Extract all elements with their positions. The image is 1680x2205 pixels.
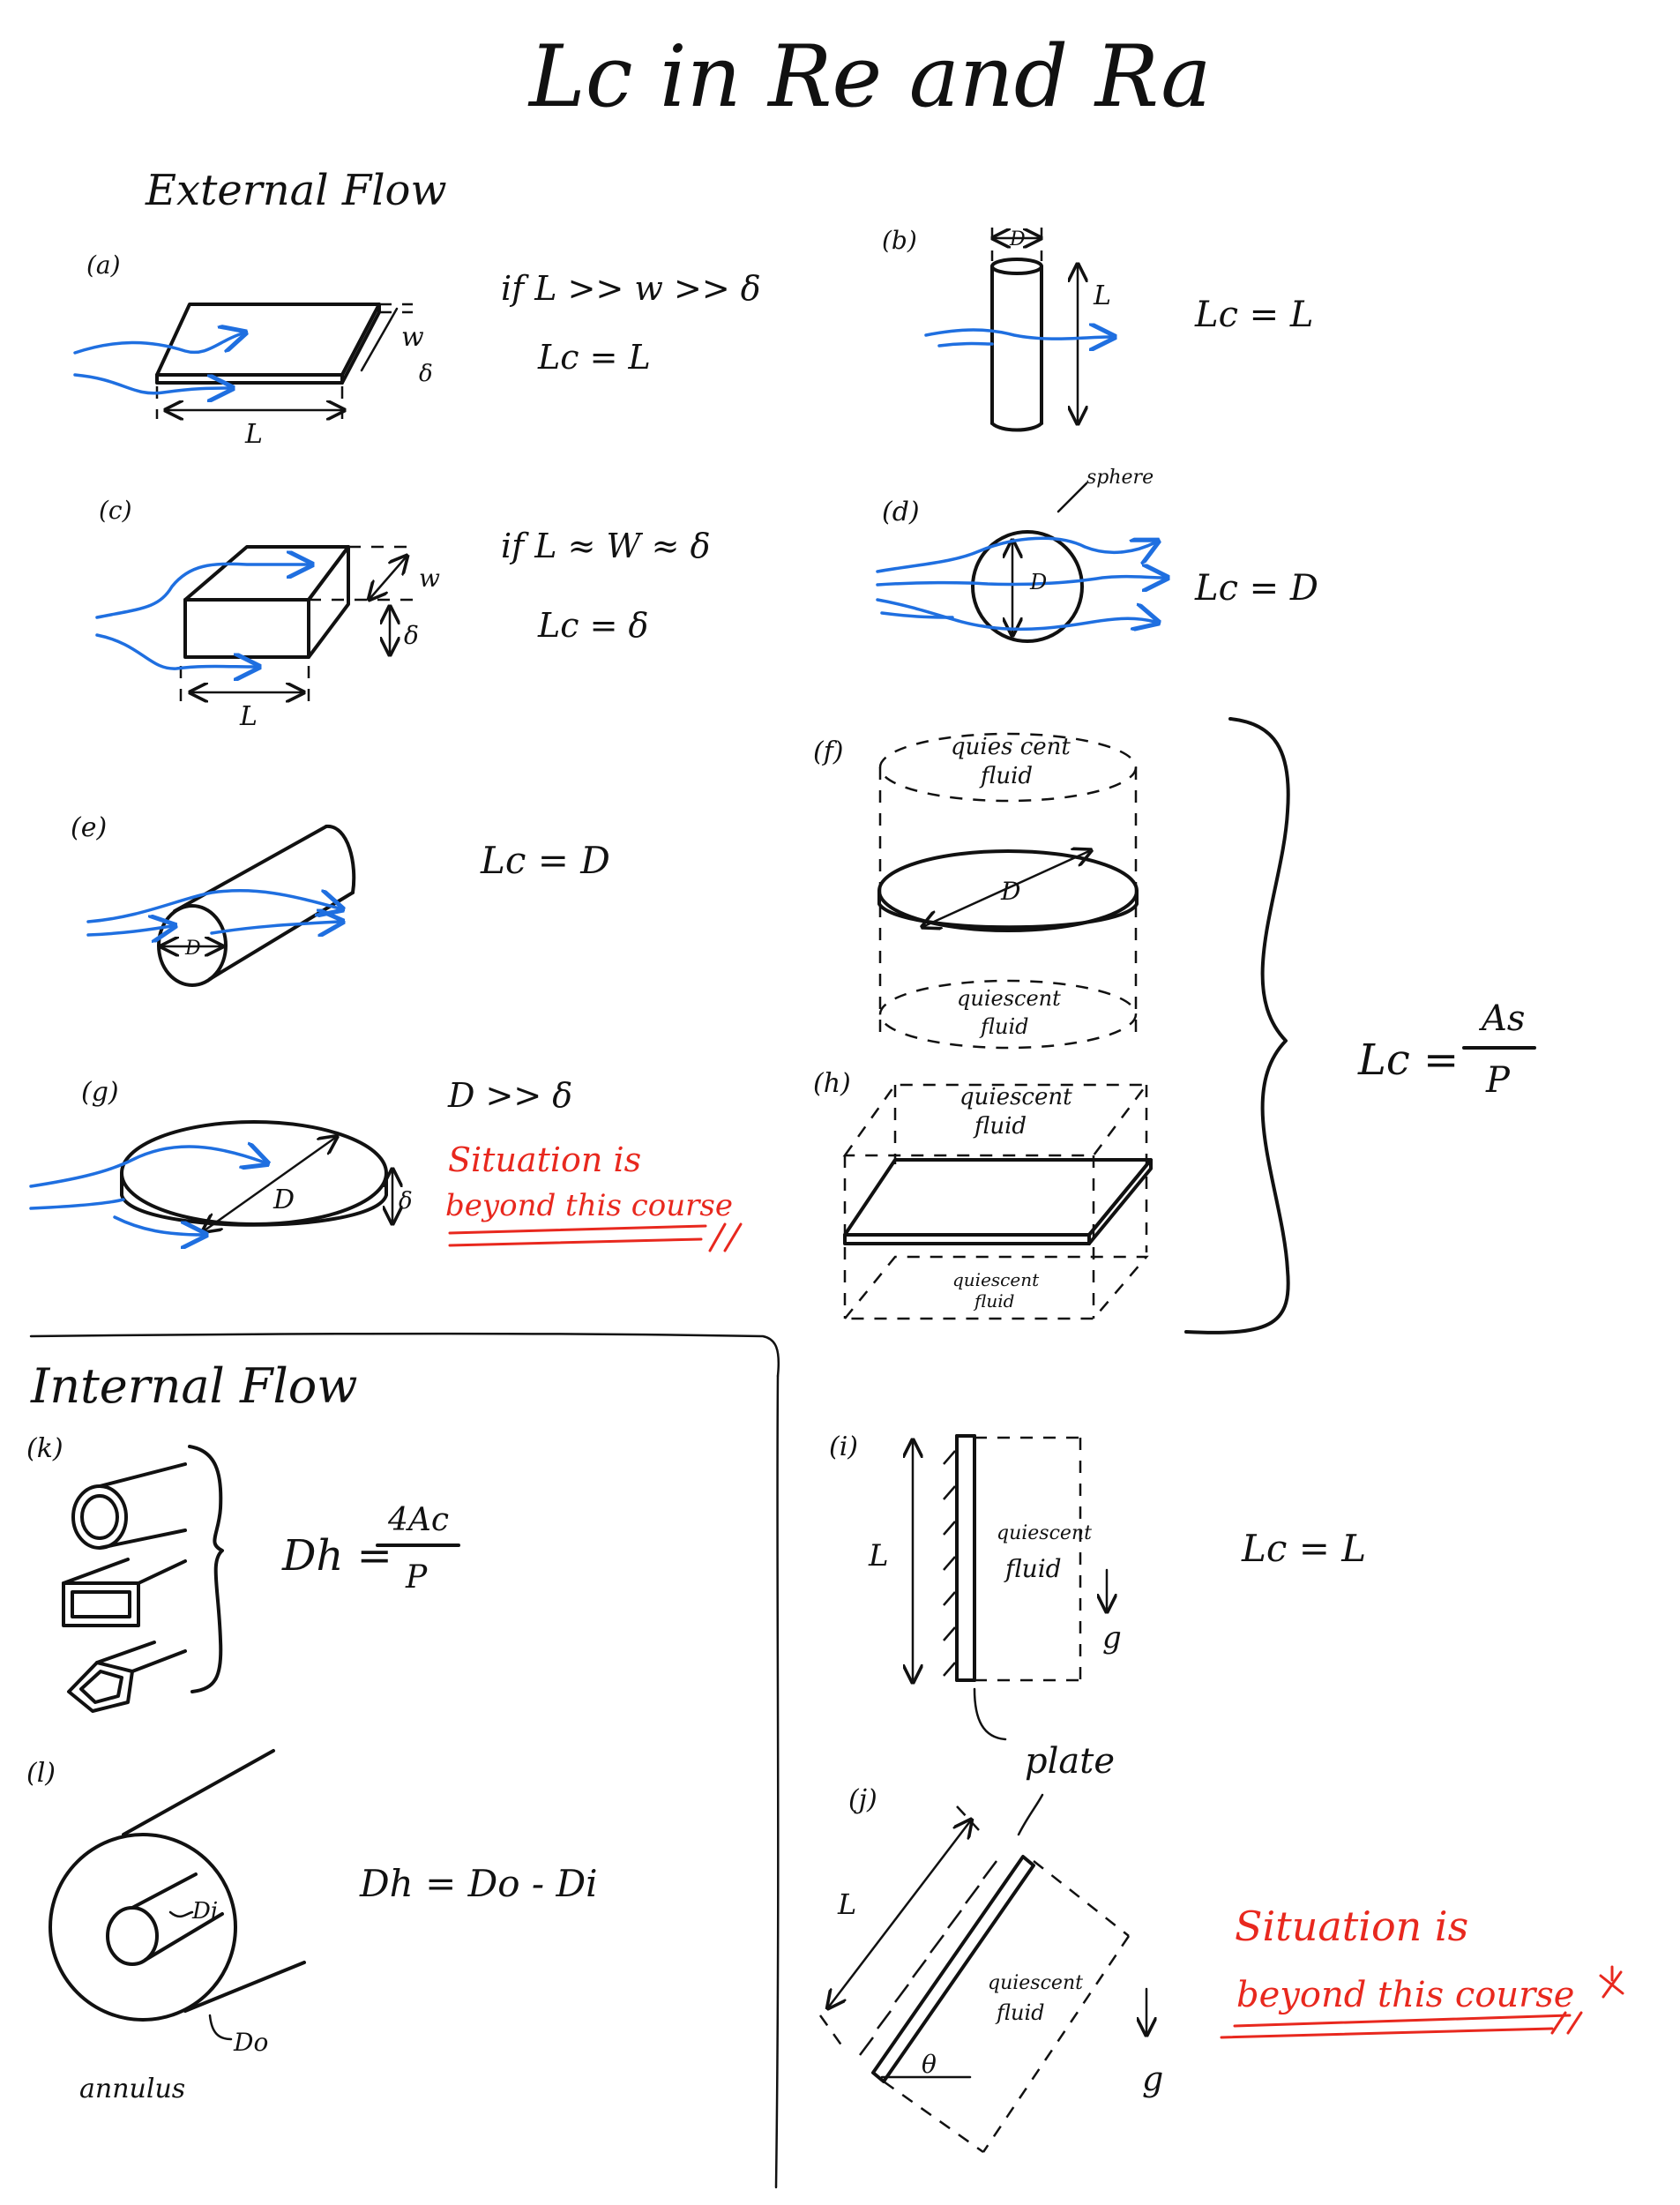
dim-f-D: D bbox=[1000, 877, 1020, 906]
result-c: Lc = δ bbox=[537, 606, 648, 645]
page-title: Lc in Re and Ra bbox=[527, 27, 1211, 126]
internal-section-top-divider bbox=[29, 1332, 780, 1378]
warning-g-underline bbox=[448, 1222, 743, 1252]
condition-a: if L >> w >> δ bbox=[501, 269, 761, 308]
block-diagram-c bbox=[95, 545, 414, 706]
pointer-plate: plate bbox=[1025, 1741, 1115, 1782]
fluid-h-bottom-2: fluid bbox=[973, 1290, 1014, 1312]
warning-j-underline bbox=[1220, 1965, 1624, 2039]
length-i-L: L bbox=[868, 1538, 889, 1573]
formula-k-lhs: Dh = bbox=[281, 1531, 392, 1581]
fluid-h-top-2: fluid bbox=[973, 1113, 1027, 1140]
dim-a-delta: δ bbox=[419, 361, 433, 387]
result-i: Lc = L bbox=[1241, 1527, 1366, 1570]
formula-l: Dh = Do - Di bbox=[359, 1862, 598, 1905]
annulus-diagram-l bbox=[49, 1749, 306, 2041]
fluid-f-bottom-2: fluid bbox=[979, 1014, 1029, 1039]
result-a: Lc = L bbox=[537, 338, 651, 377]
dim-g-delta: δ bbox=[399, 1188, 413, 1215]
gravity-i-g: g bbox=[1102, 1620, 1122, 1656]
label-l-Di: Di bbox=[191, 1898, 218, 1925]
tag-j: (j) bbox=[848, 1784, 877, 1815]
dim-e-D: D bbox=[184, 938, 201, 960]
formula-k-numerator: 4Ac bbox=[387, 1502, 449, 1538]
disk-diagram-g bbox=[29, 1120, 392, 1235]
fluid-f-top-1: quies cent bbox=[951, 734, 1071, 760]
flat-plate-diagram-a bbox=[73, 303, 413, 419]
fluid-f-top-2: fluid bbox=[979, 763, 1033, 789]
fluid-j-2: fluid bbox=[995, 2000, 1045, 2025]
warning-g-line1: Situation is bbox=[448, 1140, 641, 1179]
plate-box-diagram-h bbox=[842, 1083, 1153, 1320]
dim-b-L: L bbox=[1093, 280, 1111, 311]
condition-g: D >> δ bbox=[447, 1076, 572, 1115]
group-brace bbox=[1184, 717, 1290, 1334]
inclined-plate-diagram-j bbox=[818, 1793, 1146, 2154]
length-j-L: L bbox=[837, 1887, 856, 1921]
duct-shapes-diagram-k bbox=[62, 1445, 224, 1713]
tag-a: (a) bbox=[86, 250, 121, 280]
vertical-cylinder-diagram-b bbox=[924, 228, 1111, 432]
dim-d-D: D bbox=[1029, 570, 1047, 594]
dim-a-w: w bbox=[401, 322, 424, 353]
fluid-j-1: quiescent bbox=[988, 1972, 1083, 1994]
condition-c: if L ≈ W ≈ δ bbox=[501, 527, 710, 565]
group-result-denominator: P bbox=[1485, 1060, 1511, 1101]
tag-g: (g) bbox=[81, 1077, 119, 1108]
warning-j-line2: beyond this course bbox=[1236, 1975, 1574, 2015]
dim-c-w: w bbox=[419, 564, 440, 593]
label-l-Do: Do bbox=[233, 2028, 268, 2057]
tag-k: (k) bbox=[26, 1433, 63, 1464]
horizontal-cylinder-diagram-e bbox=[86, 825, 356, 987]
caption-l-annulus: annulus bbox=[79, 2074, 185, 2104]
gravity-j-g: g bbox=[1142, 2059, 1163, 2098]
sphere-diagram-d bbox=[876, 482, 1164, 643]
dim-g-D: D bbox=[273, 1185, 295, 1215]
dim-c-L: L bbox=[239, 701, 258, 732]
tag-h: (h) bbox=[813, 1068, 851, 1099]
external-flow-heading: External Flow bbox=[145, 166, 447, 215]
group-result-lhs: Lc = bbox=[1357, 1035, 1459, 1085]
fluid-i-1: quiescent bbox=[997, 1522, 1092, 1544]
section-vertical-divider bbox=[774, 1374, 780, 2189]
group-result-numerator: As bbox=[1478, 998, 1525, 1039]
warning-j-line1: Situation is bbox=[1235, 1902, 1468, 1950]
tag-e: (e) bbox=[71, 812, 107, 843]
result-e: Lc = D bbox=[480, 839, 610, 882]
tag-f: (f) bbox=[813, 736, 844, 767]
dim-b-D: D bbox=[1009, 228, 1026, 250]
vertical-plate-diagram-i bbox=[913, 1434, 1107, 1741]
internal-flow-heading: Internal Flow bbox=[30, 1358, 357, 1414]
warning-g-line2: beyond this course bbox=[445, 1188, 733, 1223]
disk-diagram-f bbox=[877, 732, 1139, 1050]
tag-l: (l) bbox=[26, 1758, 56, 1789]
fluid-h-top-1: quiescent bbox=[959, 1084, 1072, 1110]
fluid-h-bottom-1: quiescent bbox=[952, 1269, 1040, 1290]
note-d-sphere: sphere bbox=[1086, 467, 1154, 489]
tag-d: (d) bbox=[882, 497, 920, 527]
result-b: Lc = L bbox=[1194, 295, 1313, 335]
dim-c-delta: δ bbox=[404, 621, 419, 650]
formula-k-denominator: P bbox=[405, 1559, 428, 1596]
fluid-i-2: fluid bbox=[1004, 1554, 1062, 1583]
tag-b: (b) bbox=[882, 226, 917, 255]
tag-i: (i) bbox=[829, 1431, 858, 1462]
fluid-f-bottom-1: quiescent bbox=[957, 986, 1061, 1011]
tag-c: (c) bbox=[99, 496, 132, 525]
angle-j-theta: θ bbox=[922, 2050, 937, 2079]
result-d: Lc = D bbox=[1194, 568, 1318, 609]
dim-a-L: L bbox=[244, 419, 263, 450]
